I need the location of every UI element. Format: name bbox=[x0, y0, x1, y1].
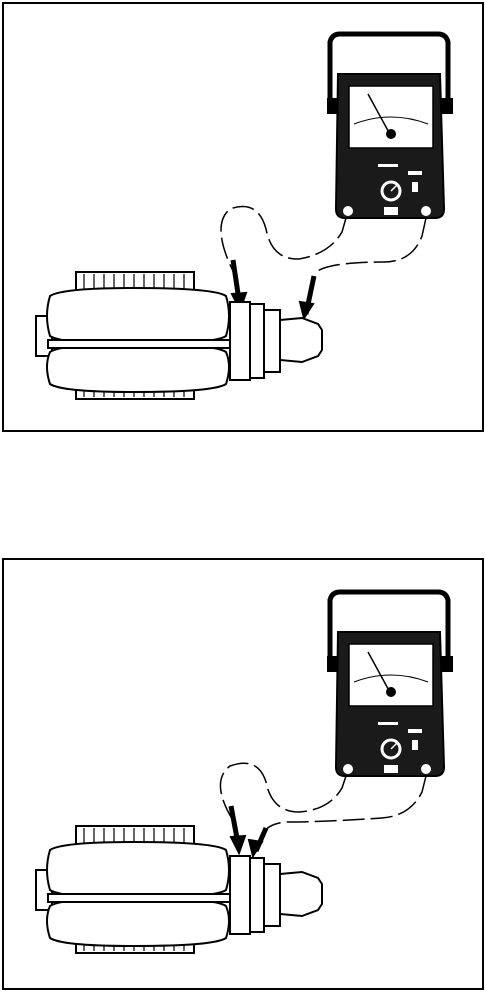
test-lead-left bbox=[220, 763, 346, 853]
analog-multimeter-icon bbox=[328, 592, 452, 776]
bearing-assembly bbox=[36, 826, 322, 953]
analog-multimeter-icon bbox=[328, 34, 452, 218]
continuity-diagram-top bbox=[4, 4, 482, 430]
test-lead-right bbox=[300, 218, 426, 318]
test-lead-right bbox=[249, 776, 426, 856]
figure-panel-bottom bbox=[2, 558, 484, 990]
test-lead-left bbox=[221, 207, 346, 311]
figure-panel-top bbox=[2, 2, 484, 432]
bearing-assembly bbox=[36, 272, 322, 399]
continuity-diagram-bottom bbox=[4, 560, 482, 988]
